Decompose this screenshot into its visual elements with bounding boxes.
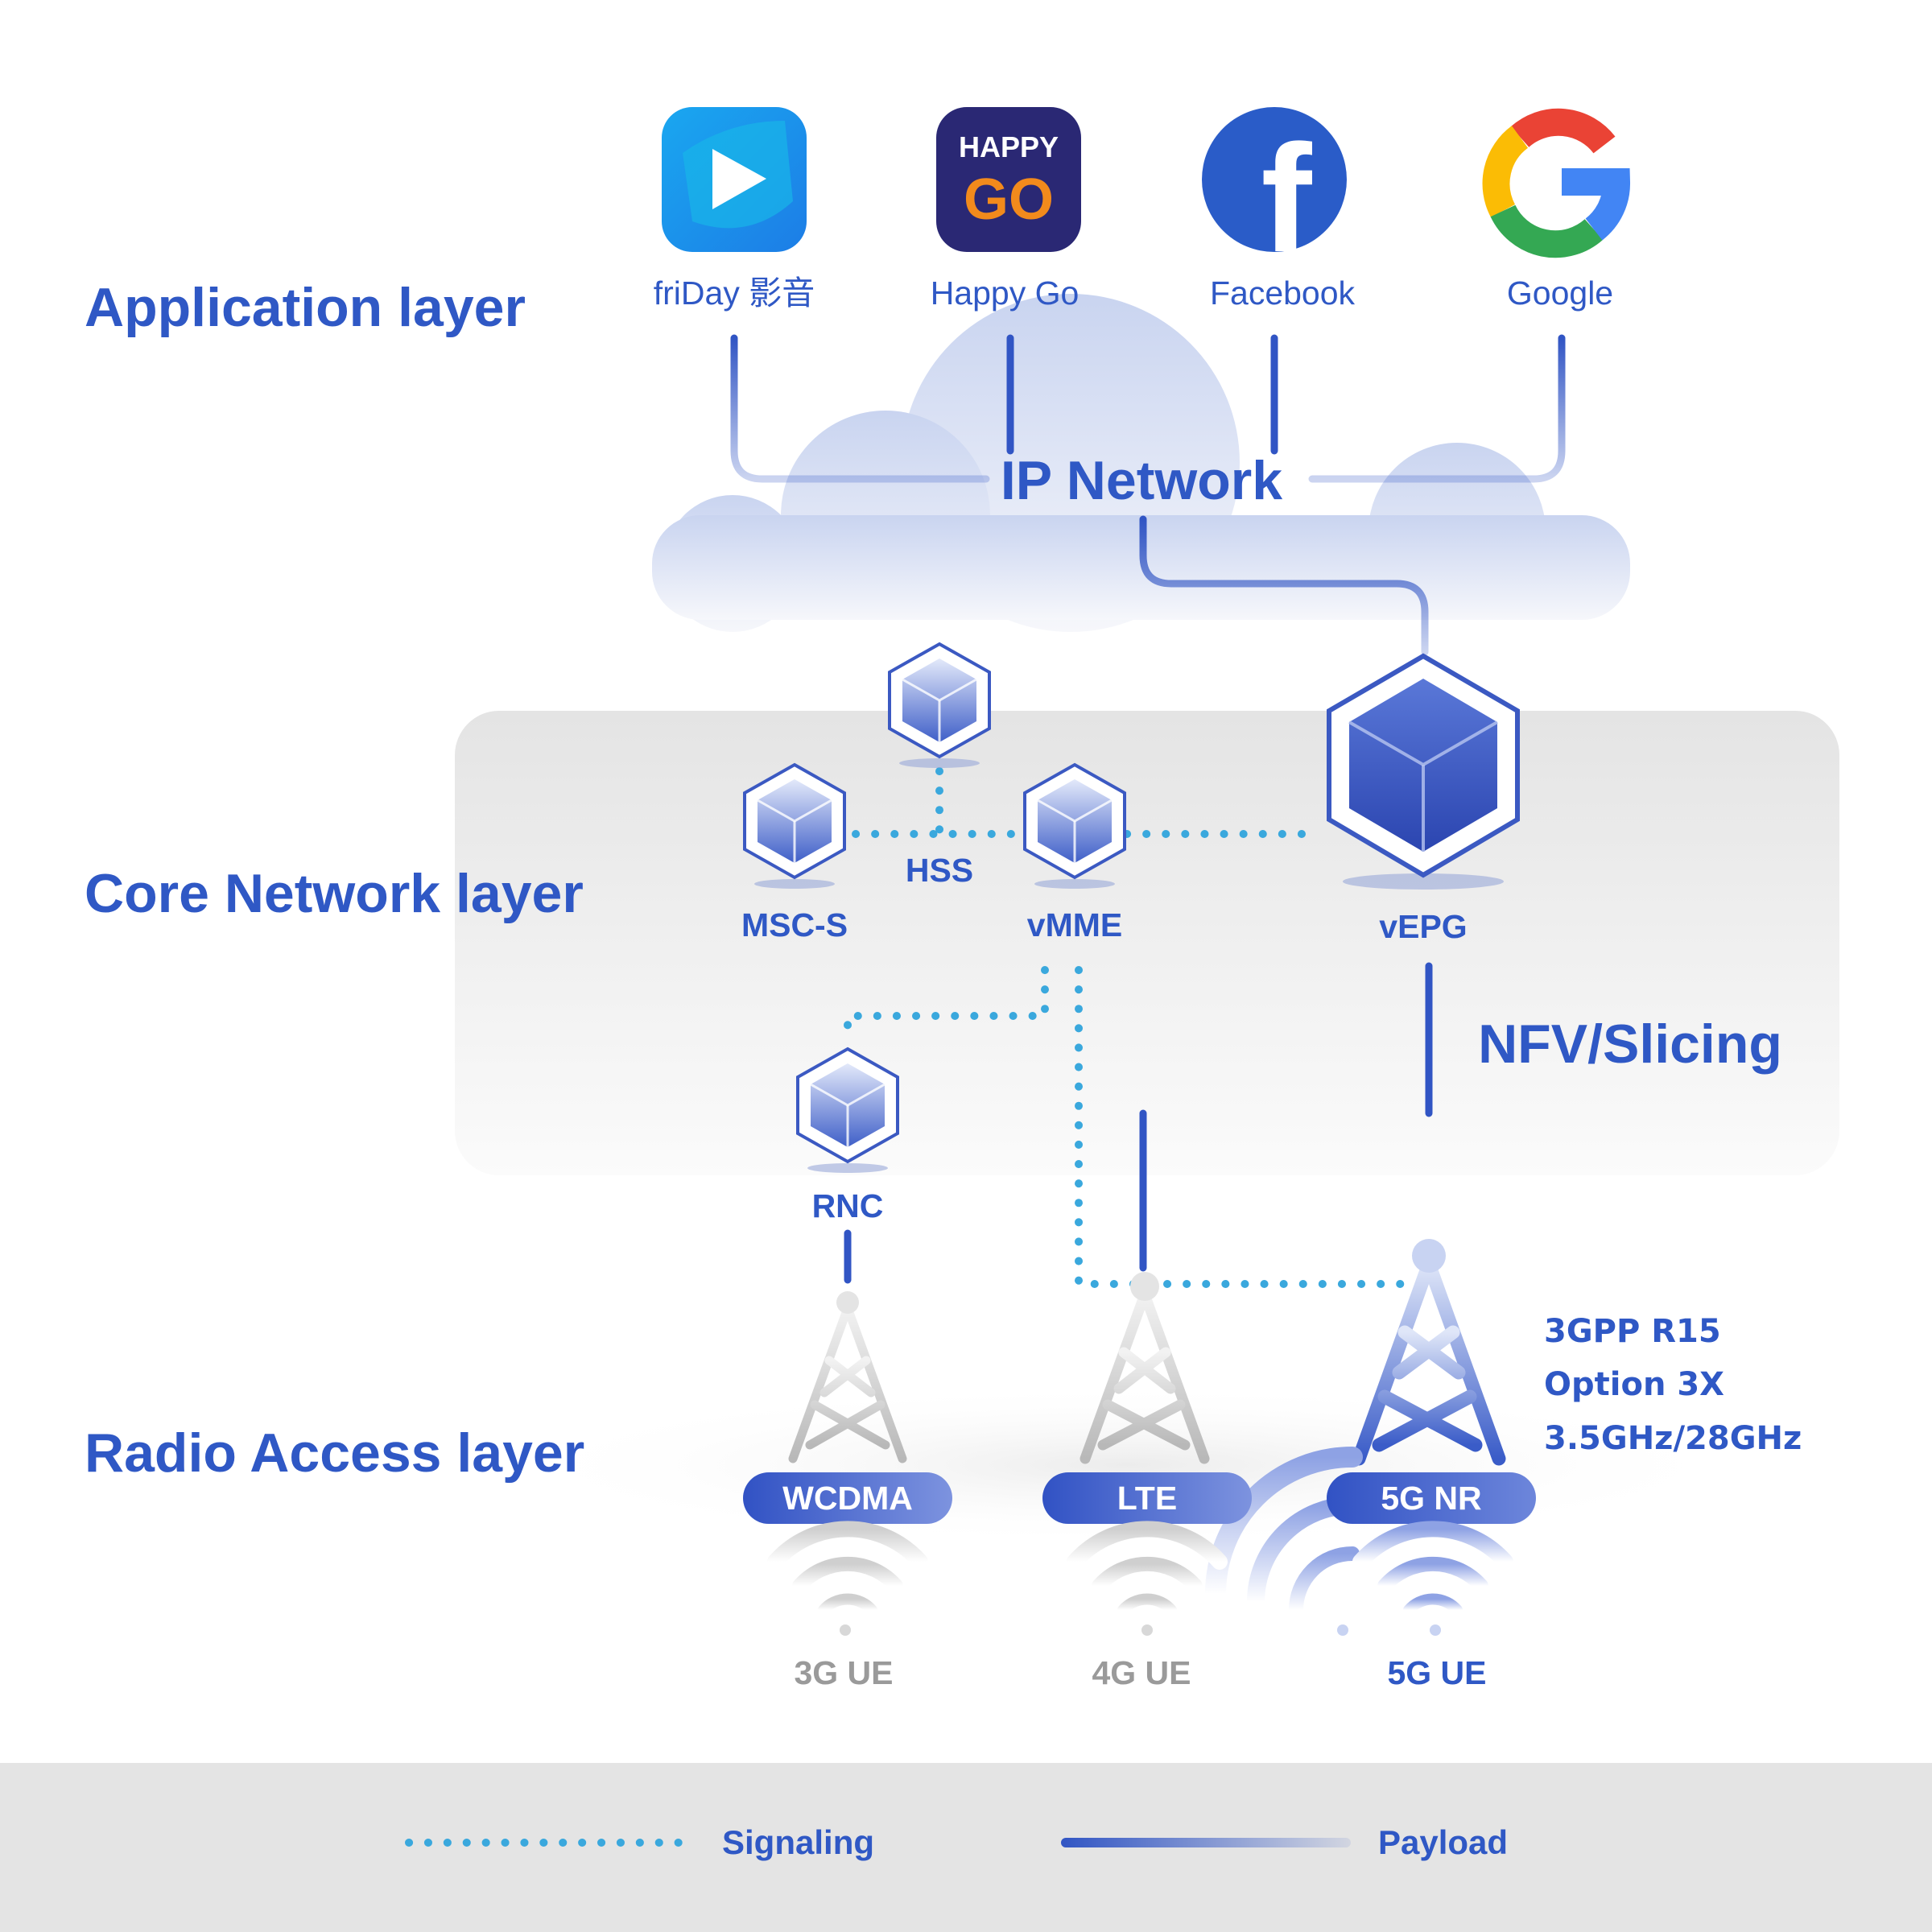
app-payload-lines [730,334,1566,656]
happy-go-icon: HAPPY GO [936,107,1081,252]
happy-go-logo-top: HAPPY [959,130,1059,163]
5g-nr-tower [1352,1239,1506,1466]
app-label-google: Google [1507,275,1613,312]
friday-video-icon [662,107,807,252]
radio-access-layer-title: Radio Access layer [85,1422,584,1484]
app-label-happy-go: Happy Go [931,275,1080,312]
spec-option: Option 3X [1544,1366,1724,1403]
signaling-legend-label: Signaling [722,1823,874,1861]
ip-network-label: IP Network [1001,450,1282,511]
3g-ue-label: 3G UE [794,1654,893,1691]
5g-nr-pill-label: 5G NR [1381,1480,1481,1517]
spec-release: 3GPP R15 [1544,1313,1721,1350]
rnc-label: RNC [812,1187,884,1224]
app-label-friday: friDay 影音 [654,275,815,312]
vepg-node [1327,653,1520,890]
application-layer-title: Application layer [85,277,526,338]
5g-nr-pill: 5G NR [1327,1472,1536,1524]
signaling-lines [844,767,1419,1288]
facebook-logo-glyph: f [1261,114,1312,284]
nfv-slicing-label: NFV/Slicing [1478,1013,1782,1075]
wcdma-pill-label: WCDMA [782,1480,913,1517]
5g-ue-label: 5G UE [1387,1654,1486,1691]
vepg-label: vEPG [1379,908,1467,945]
facebook-icon: f [1202,107,1347,284]
3g-ue-wifi-icon [767,1521,928,1636]
wcdma-pill: WCDMA [743,1472,952,1524]
hss-label: HSS [906,852,973,889]
app-label-facebook: Facebook [1210,275,1356,312]
msc-s-label: MSC-S [741,906,848,943]
lte-pill-label: LTE [1117,1480,1177,1517]
spec-frequency: 3.5GHz/28GHz [1544,1420,1802,1457]
payload-legend-label: Payload [1378,1823,1508,1861]
4g-ue-label: 4G UE [1092,1654,1191,1691]
core-network-layer-title: Core Network layer [85,863,584,924]
wcdma-tower [788,1291,907,1463]
payload-legend-line [1061,1838,1351,1847]
google-icon [1482,108,1630,258]
core-network-panel [455,711,1839,1175]
legend-band [0,1763,1932,1932]
vmme-label: vMME [1027,906,1122,943]
lte-tower [1080,1272,1210,1464]
happy-go-logo-bottom: GO [964,167,1054,232]
lte-pill: LTE [1042,1472,1252,1524]
5g-ue-wifi-icon [1352,1521,1513,1636]
4g-ue-wifi-icon [1067,1521,1228,1636]
core-payload-lines [844,962,1433,1284]
